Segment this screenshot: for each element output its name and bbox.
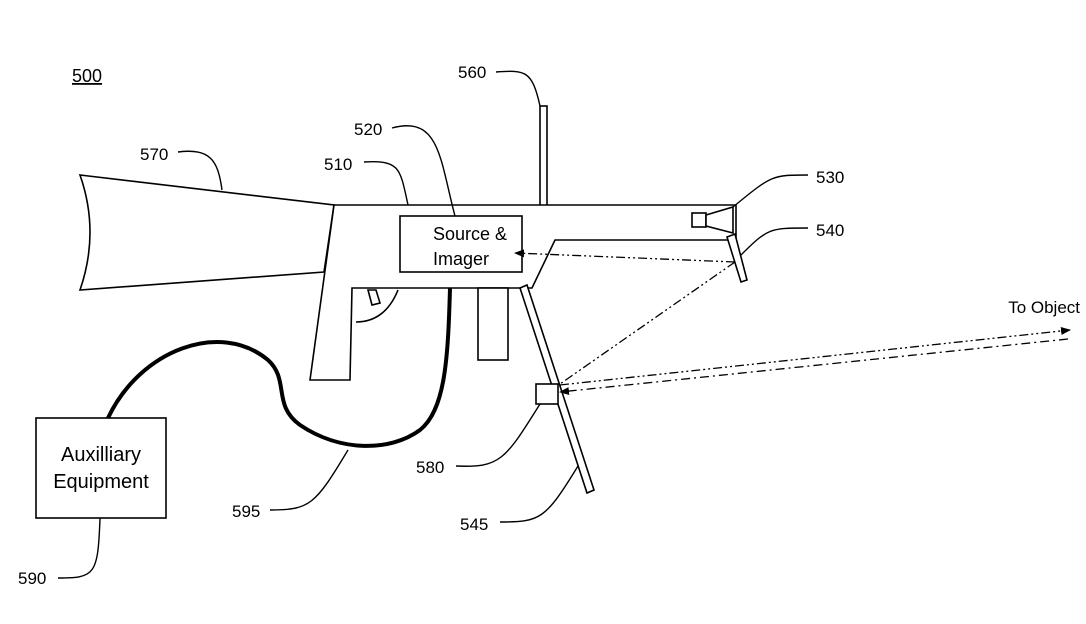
ref-530: 530 — [816, 168, 844, 187]
figure-number: 500 — [72, 66, 102, 86]
lower-tab — [477, 287, 509, 361]
auxiliary-label-line1: Auxilliary — [61, 444, 141, 466]
auxiliary-label-line2: Equipment — [53, 471, 149, 493]
leader-570 — [177, 150, 223, 191]
ref-570: 570 — [140, 145, 168, 164]
leader-540 — [740, 227, 809, 256]
auxiliary-equipment-box — [35, 417, 167, 519]
emitter-cone — [705, 205, 734, 235]
beam-to-object-2 — [559, 338, 1069, 396]
leader-590 — [57, 517, 101, 579]
ref-540: 540 — [816, 221, 844, 240]
beam-to-imager — [514, 249, 736, 263]
ref-590: 590 — [18, 569, 46, 588]
trigger-guard — [355, 289, 399, 323]
to-object-label: To Object — [1008, 298, 1080, 317]
source-imager-label-line2: Imager — [433, 249, 489, 269]
ref-510: 510 — [324, 155, 352, 174]
source-imager-box — [399, 215, 523, 273]
ref-595: 595 — [232, 502, 260, 521]
ref-545: 545 — [460, 515, 488, 534]
beam-mirror-to-blade — [559, 261, 736, 385]
leader-530 — [732, 174, 809, 208]
leader-545 — [499, 465, 579, 523]
leader-595 — [269, 449, 349, 511]
leader-580 — [455, 403, 541, 467]
rod-560 — [539, 105, 548, 207]
trigger — [366, 289, 382, 306]
emitter-530 — [691, 212, 707, 228]
mirror-540 — [726, 232, 748, 284]
leader-560 — [495, 70, 541, 107]
ref-560: 560 — [458, 63, 486, 82]
ref-520: 520 — [354, 120, 382, 139]
leader-510 — [363, 161, 409, 206]
horn-570 — [78, 174, 335, 291]
ref-580: 580 — [416, 458, 444, 477]
leader-520 — [391, 125, 456, 217]
cable-595 — [106, 287, 452, 448]
receiver-580 — [535, 383, 559, 405]
source-imager-label-line1: Source & — [433, 224, 507, 244]
beam-to-object-1 — [559, 326, 1071, 386]
